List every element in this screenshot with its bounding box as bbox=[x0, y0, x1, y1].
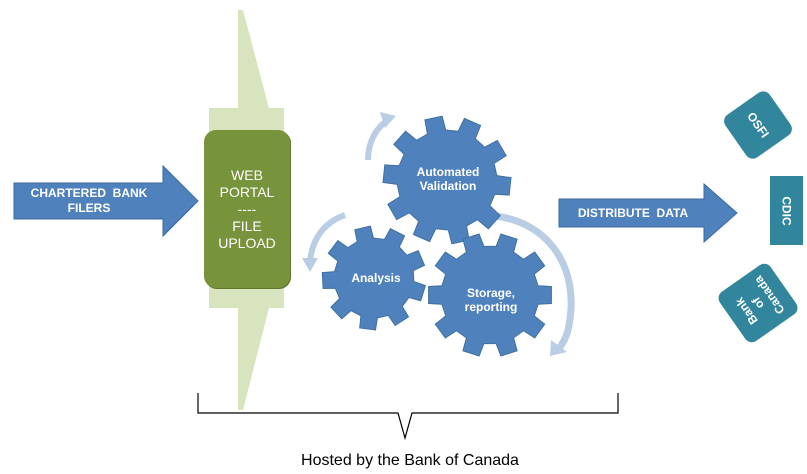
chartered-bank-label-line2: FILERS bbox=[67, 201, 111, 215]
cycle-arrow-right bbox=[494, 212, 575, 350]
cycle-arrow-left bbox=[307, 212, 347, 263]
portal-line-web: WEB bbox=[231, 166, 263, 183]
cycle-arrowhead-right bbox=[550, 340, 567, 356]
analysis-text: Analysis bbox=[351, 271, 401, 285]
automated-validation-label: Automated Validation bbox=[398, 165, 498, 193]
gear-body bbox=[428, 233, 552, 357]
distribute-data-label: DISTRIBUTE DATA bbox=[577, 206, 689, 220]
automated-line1: Automated bbox=[416, 165, 480, 179]
agency-cdic-label: CDIC bbox=[779, 195, 794, 226]
storage-reporting-label: Storage, reporting bbox=[446, 286, 536, 314]
chartered-bank-arrow bbox=[13, 164, 199, 238]
web-portal-box: WEB PORTAL ---- FILE UPLOAD bbox=[204, 130, 290, 288]
distribute-data-arrow bbox=[558, 182, 738, 244]
analysis-label: Analysis bbox=[336, 271, 416, 285]
chartered-bank-filers-label: CHARTERED BANK FILERS bbox=[18, 186, 160, 216]
portal-line-file: FILE bbox=[232, 217, 262, 234]
automated-validation-gear bbox=[382, 115, 512, 245]
cycle-arrowhead-left bbox=[302, 258, 318, 272]
storage-line2: reporting bbox=[464, 300, 518, 314]
agency-cdic: CDIC bbox=[770, 176, 803, 245]
chartered-bank-label-line1: CHARTERED BANK bbox=[30, 186, 148, 200]
automated-line2: Validation bbox=[419, 179, 477, 193]
gear-body bbox=[382, 115, 512, 245]
hosted-bracket bbox=[197, 393, 619, 441]
storage-line1: Storage, bbox=[466, 286, 515, 300]
portal-line-upload: UPLOAD bbox=[218, 234, 276, 251]
portal-line-divider: ---- bbox=[237, 200, 257, 217]
portal-line-portal: PORTAL bbox=[219, 183, 275, 200]
analysis-gear bbox=[321, 225, 427, 331]
storage-reporting-gear bbox=[428, 233, 552, 357]
hosted-caption: Hosted by the Bank of Canada bbox=[301, 452, 519, 469]
agency-osfi-label: OSFI bbox=[744, 109, 772, 141]
gear-body bbox=[321, 225, 427, 331]
cycle-arrowhead-top bbox=[380, 112, 396, 128]
